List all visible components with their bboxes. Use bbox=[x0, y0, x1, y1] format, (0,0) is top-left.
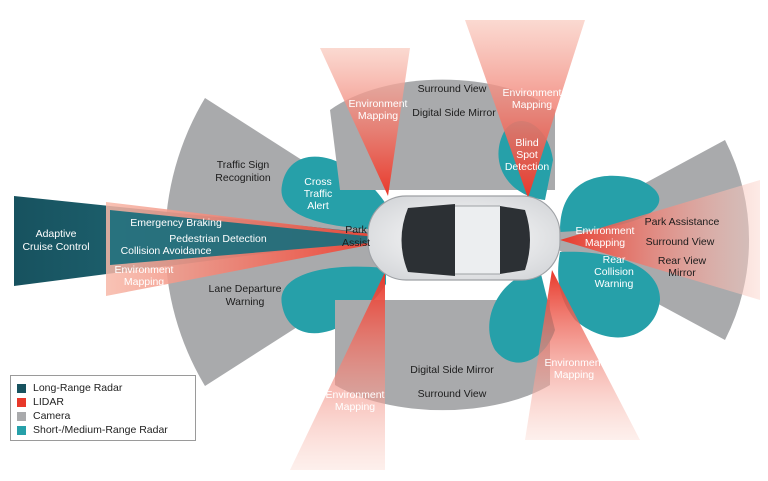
blind-spot-label: Blind bbox=[515, 137, 539, 149]
short-range-radar-front-upper bbox=[281, 156, 386, 230]
short-range-radar-rear-lower bbox=[558, 251, 660, 338]
legend-swatch bbox=[17, 397, 26, 407]
surround-view-bottom-label: Surround View bbox=[418, 388, 487, 400]
env-mapping-top-left-label-2: Mapping bbox=[358, 110, 398, 122]
blind-spot-label-3: Detection bbox=[505, 161, 550, 173]
env-mapping-bottom-right-label: Environment bbox=[545, 357, 604, 369]
labels: Adaptive Cruise Control Emergency Brakin… bbox=[22, 83, 719, 413]
short-range-radar-side-bottom bbox=[489, 270, 555, 363]
rear-collision-label-2: Collision bbox=[594, 266, 634, 278]
traffic-sign-label: Traffic Sign bbox=[217, 159, 270, 171]
digital-mirror-bottom-label: Digital Side Mirror bbox=[410, 364, 494, 376]
env-mapping-left-label: Environment bbox=[115, 264, 174, 276]
legend-label: Short-/Medium-Range Radar bbox=[33, 424, 168, 436]
env-mapping-right-label-2: Mapping bbox=[585, 237, 625, 249]
short-range-radar-front-lower bbox=[281, 266, 386, 334]
env-mapping-left-label-2: Mapping bbox=[124, 276, 164, 288]
adaptive-cruise-label-2: Cruise Control bbox=[22, 241, 89, 253]
digital-mirror-top-label: Digital Side Mirror bbox=[412, 107, 496, 119]
legend-label: LIDAR bbox=[33, 396, 64, 408]
collision-avoidance-label: Collision Avoidance bbox=[121, 245, 212, 257]
lidar-bottom-left-beam bbox=[290, 272, 385, 470]
legend: Long-Range Radar LIDAR Camera Short-/Med… bbox=[10, 375, 196, 441]
legend-swatch bbox=[17, 411, 26, 421]
legend-item-long-range-radar: Long-Range Radar bbox=[17, 381, 189, 395]
front-radar-fan bbox=[110, 210, 405, 265]
rear-view-mirror-label: Rear View bbox=[658, 255, 707, 267]
legend-item-short-medium-radar: Short-/Medium-Range Radar bbox=[17, 423, 189, 437]
blind-spot-label-2: Spot bbox=[516, 149, 538, 161]
cross-traffic-label: Cross bbox=[304, 176, 331, 188]
rear-collision-label: Rear bbox=[603, 254, 626, 266]
surround-view-right-label: Surround View bbox=[646, 236, 715, 248]
env-mapping-top-left-label: Environment bbox=[349, 98, 408, 110]
rear-collision-label-3: Warning bbox=[595, 278, 634, 290]
lidar-bottom-right-beam bbox=[525, 270, 640, 440]
env-mapping-bottom-right-label-2: Mapping bbox=[554, 369, 594, 381]
pedestrian-detection-label: Pedestrian Detection bbox=[169, 233, 267, 245]
env-mapping-top-right-label-2: Mapping bbox=[512, 99, 552, 111]
lane-departure-label-2: Warning bbox=[226, 296, 265, 308]
legend-swatch bbox=[17, 383, 26, 393]
lidar-top-left-beam bbox=[320, 48, 410, 196]
cross-traffic-label-3: Alert bbox=[307, 200, 329, 212]
env-mapping-bottom-left-label-2: Mapping bbox=[335, 401, 375, 413]
traffic-sign-label-2: Recognition bbox=[215, 172, 271, 184]
rear-view-mirror-label-2: Mirror bbox=[668, 267, 696, 279]
legend-swatch bbox=[17, 425, 26, 435]
lidar-top-right-beam bbox=[465, 20, 585, 198]
env-mapping-top-right-label: Environment bbox=[503, 87, 562, 99]
legend-label: Camera bbox=[33, 410, 71, 422]
park-assist-label-2: Assist bbox=[342, 237, 370, 249]
adaptive-cruise-label: Adaptive bbox=[36, 228, 77, 240]
cross-traffic-label-2: Traffic bbox=[304, 188, 333, 200]
env-mapping-right-label: Environment bbox=[576, 225, 635, 237]
emergency-braking-label: Emergency Braking bbox=[130, 217, 222, 229]
car bbox=[367, 195, 561, 281]
surround-view-top-label: Surround View bbox=[418, 83, 487, 95]
legend-label: Long-Range Radar bbox=[33, 382, 123, 394]
park-assistance-label: Park Assistance bbox=[645, 216, 720, 228]
env-mapping-bottom-left-label: Environment bbox=[326, 389, 385, 401]
legend-item-lidar: LIDAR bbox=[17, 395, 189, 409]
lidar-rear-beam bbox=[560, 180, 760, 300]
lane-departure-label: Lane Departure bbox=[209, 283, 282, 295]
park-assist-label: Park bbox=[345, 224, 367, 236]
legend-item-camera: Camera bbox=[17, 409, 189, 423]
